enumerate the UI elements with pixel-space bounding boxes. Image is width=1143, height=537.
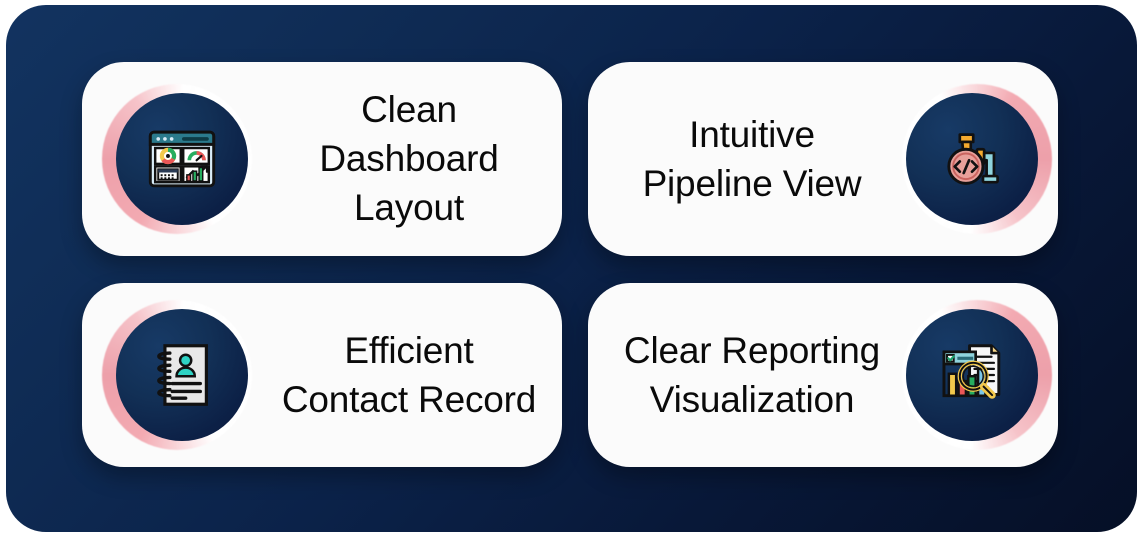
card-title: Intuitive Pipeline View — [642, 113, 862, 204]
reporting-visualization-icon — [942, 344, 1001, 399]
pipeline-code-icon — [947, 133, 999, 185]
icon-disc — [906, 309, 1038, 441]
card-title: Clear Reporting Visualization — [623, 329, 881, 420]
icon-badge — [902, 300, 1052, 450]
feature-card-efficient-contact-record[interactable]: Efficient Contact Record — [82, 283, 562, 467]
contact-record-icon — [157, 344, 208, 406]
dashboard-layout-icon — [148, 130, 216, 188]
icon-disc — [906, 93, 1038, 225]
card-title: Clean Dashboard Layout — [319, 89, 499, 229]
icon-disc — [116, 309, 248, 441]
feature-card-intuitive-pipeline-view[interactable]: Intuitive Pipeline View — [588, 62, 1058, 256]
card-title: Efficient Contact Record — [281, 329, 537, 420]
feature-card-clear-reporting-visualization[interactable]: Clear Reporting Visualization — [588, 283, 1058, 467]
icon-disc — [116, 93, 248, 225]
icon-badge — [102, 300, 252, 450]
icon-badge — [102, 84, 252, 234]
feature-card-clean-dashboard-layout[interactable]: Clean Dashboard Layout — [82, 62, 562, 256]
icon-badge — [902, 84, 1052, 234]
